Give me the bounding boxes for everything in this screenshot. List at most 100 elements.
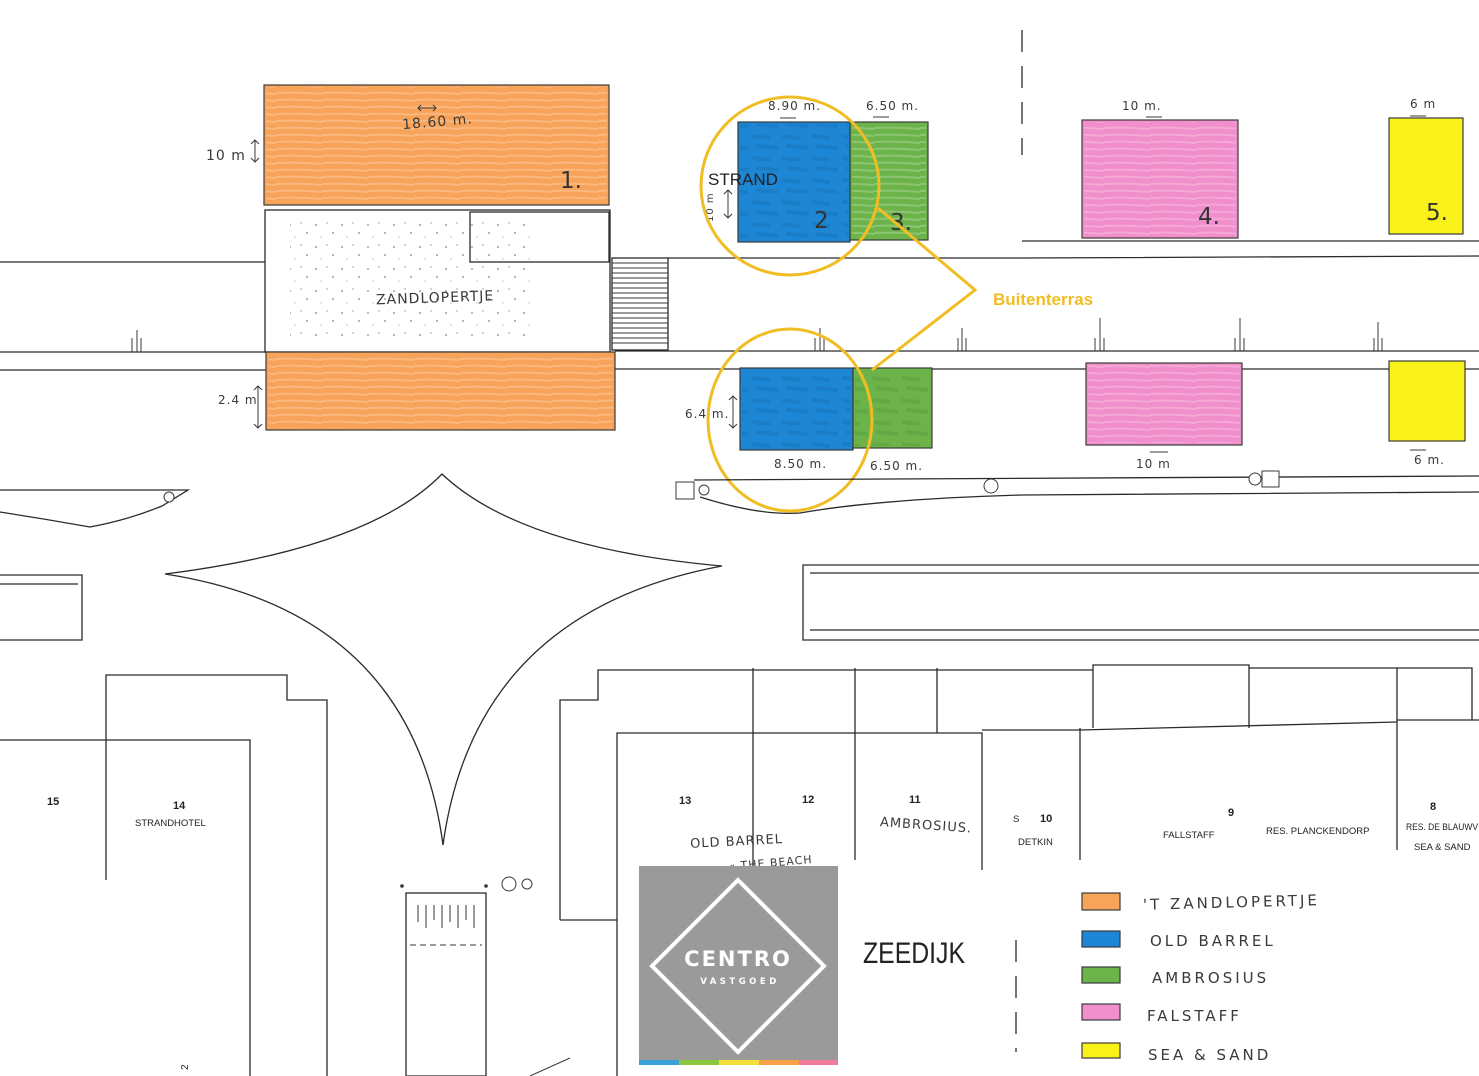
bollard bbox=[501, 876, 517, 892]
building-15: 15 bbox=[47, 796, 59, 808]
terrace-2-lower-texture bbox=[742, 370, 851, 448]
terrace-2-texture bbox=[740, 124, 848, 240]
legend-swatch bbox=[1081, 966, 1121, 984]
building-outlines bbox=[0, 664, 1479, 1076]
stairs-outline bbox=[611, 257, 669, 351]
sand-texture bbox=[290, 222, 530, 340]
buitenterras-callout: Buitenterras bbox=[699, 95, 1093, 513]
bollard bbox=[698, 484, 710, 496]
bollard bbox=[1248, 472, 1262, 486]
legend-label: AMBROSIUS bbox=[1152, 969, 1269, 987]
building-10: S 10 DETKIN bbox=[1013, 813, 1053, 848]
terrace-4-texture bbox=[1084, 122, 1236, 236]
building-10-name: DETKIN bbox=[1018, 837, 1053, 848]
legend-label: OLD BARREL bbox=[1150, 932, 1276, 950]
terrace-5-fill bbox=[1388, 117, 1464, 235]
building-14: 14 STRANDHOTEL bbox=[135, 800, 206, 829]
terrace-3-lower-texture bbox=[855, 370, 930, 446]
terrace-2-lower-width: 8.50 m. bbox=[774, 457, 827, 471]
legend: 'T ZANDLOPERTJE OLD BARREL AMBROSIUS FAL… bbox=[1081, 891, 1320, 1064]
terrace-4-lower-texture bbox=[1088, 365, 1240, 443]
star-plaza bbox=[164, 473, 723, 846]
bollard bbox=[983, 478, 999, 494]
terrace-3-texture bbox=[852, 124, 926, 238]
terrace-1-lower-texture bbox=[268, 354, 613, 428]
legend-swatch bbox=[1081, 1003, 1121, 1021]
terrace-1-width: 18.60 m. bbox=[402, 111, 474, 133]
legend-item: AMBROSIUS bbox=[1081, 966, 1269, 987]
legend-label: SEA & SAND bbox=[1148, 1046, 1271, 1064]
terrace-3-number: 3. bbox=[890, 210, 912, 236]
building-10-number: 10 bbox=[1040, 813, 1052, 825]
logo-color-strip bbox=[639, 1060, 838, 1065]
logo-diamond bbox=[649, 877, 827, 1055]
building-8-name-2: SEA & SAND bbox=[1414, 842, 1471, 853]
terrace-5-lower: 6 m. bbox=[1388, 360, 1466, 467]
building-9-name-2: RES. PLANCKENDORP bbox=[1266, 826, 1369, 837]
bollard bbox=[521, 878, 533, 890]
legend-item: 'T ZANDLOPERTJE bbox=[1081, 891, 1320, 914]
building-9-number: 9 bbox=[1228, 807, 1234, 819]
legend-label: FALSTAFF bbox=[1147, 1007, 1242, 1025]
legend-label: 'T ZANDLOPERTJE bbox=[1143, 891, 1320, 914]
street-name-zeedijk: ZEEDIJK bbox=[863, 937, 965, 970]
terrace-4: 4. 10 m. bbox=[1081, 99, 1239, 239]
bin bbox=[1261, 470, 1280, 488]
centro-vastgoed-logo: CENTRO VASTGOED bbox=[639, 866, 838, 1065]
building-8-name: RES. DE BLAUWV bbox=[1406, 822, 1479, 833]
building-13-number: 13 bbox=[679, 795, 691, 807]
building-9-name: FALLSTAFF bbox=[1163, 830, 1215, 841]
bike-rack-slots bbox=[417, 905, 475, 928]
terrace-4-width: 10 m. bbox=[1122, 99, 1162, 113]
left-median bbox=[0, 574, 83, 641]
building-13: 13 bbox=[679, 795, 691, 807]
terrace-1-lower bbox=[265, 351, 616, 431]
terrace-2-number: 2 bbox=[814, 208, 829, 234]
building-11: 11 AMBROSIUS. bbox=[879, 794, 972, 836]
callout-circle-bottom bbox=[706, 327, 874, 513]
terrace-1-lower-depth: 2.4 m bbox=[218, 393, 258, 407]
terrace-1-number: 1. bbox=[560, 168, 582, 194]
zandlopertje-label: ZANDLOPERTJE bbox=[376, 288, 495, 308]
legend-swatch bbox=[1081, 892, 1121, 911]
building-12: 12 bbox=[802, 794, 814, 806]
stairs-steps bbox=[612, 262, 668, 344]
bike-rack-outline bbox=[405, 892, 487, 1076]
right-median bbox=[802, 564, 1479, 641]
terrace-2: 2 8.90 m. 10 m STRAND bbox=[705, 99, 851, 243]
terrace-5: 5. 6 m bbox=[1388, 97, 1464, 235]
building-10-prefix: S bbox=[1013, 814, 1019, 825]
building-15-number: 15 bbox=[47, 796, 59, 808]
logo-tagline: VASTGOED bbox=[700, 977, 780, 987]
curb-lines bbox=[0, 475, 1479, 528]
corner-line bbox=[529, 1057, 571, 1076]
legend-swatch bbox=[1081, 930, 1121, 948]
legend-swatch bbox=[1081, 1042, 1121, 1059]
legend-item: SEA & SAND bbox=[1081, 1042, 1271, 1064]
bollard bbox=[163, 491, 175, 503]
promenade-lines bbox=[0, 240, 1479, 371]
buitenterras-label: Buitenterras bbox=[993, 290, 1093, 309]
bollard bbox=[400, 884, 404, 888]
terrace-2-depth: 10 m bbox=[705, 192, 716, 222]
legend-item: OLD BARREL bbox=[1081, 930, 1276, 950]
legend-item: FALSTAFF bbox=[1081, 1003, 1242, 1025]
terrace-5-number: 5. bbox=[1426, 200, 1448, 226]
terrace-1-depth: 10 m bbox=[206, 148, 246, 164]
terrace-5-width: 6 m bbox=[1410, 97, 1436, 111]
building-11-number: 11 bbox=[909, 794, 921, 806]
callout-circle-top bbox=[699, 95, 881, 277]
bike-rack bbox=[400, 884, 488, 1076]
building-annex bbox=[469, 211, 610, 263]
logo-name: CENTRO bbox=[684, 947, 792, 971]
street-furniture bbox=[163, 470, 1280, 503]
building-14-name: STRANDHOTEL bbox=[135, 818, 206, 829]
edge-mark: 2 bbox=[180, 1064, 191, 1070]
building-9: 9 FALLSTAFF RES. PLANCKENDORP bbox=[1163, 807, 1369, 841]
building-8: 8 RES. DE BLAUWV SEA & SAND bbox=[1406, 801, 1479, 853]
strand-label: STRAND bbox=[708, 170, 778, 189]
terrace-3-width: 6.50 m. bbox=[866, 99, 919, 113]
zandlopertje-building: ZANDLOPERTJE bbox=[264, 209, 611, 353]
stairs bbox=[611, 257, 669, 351]
